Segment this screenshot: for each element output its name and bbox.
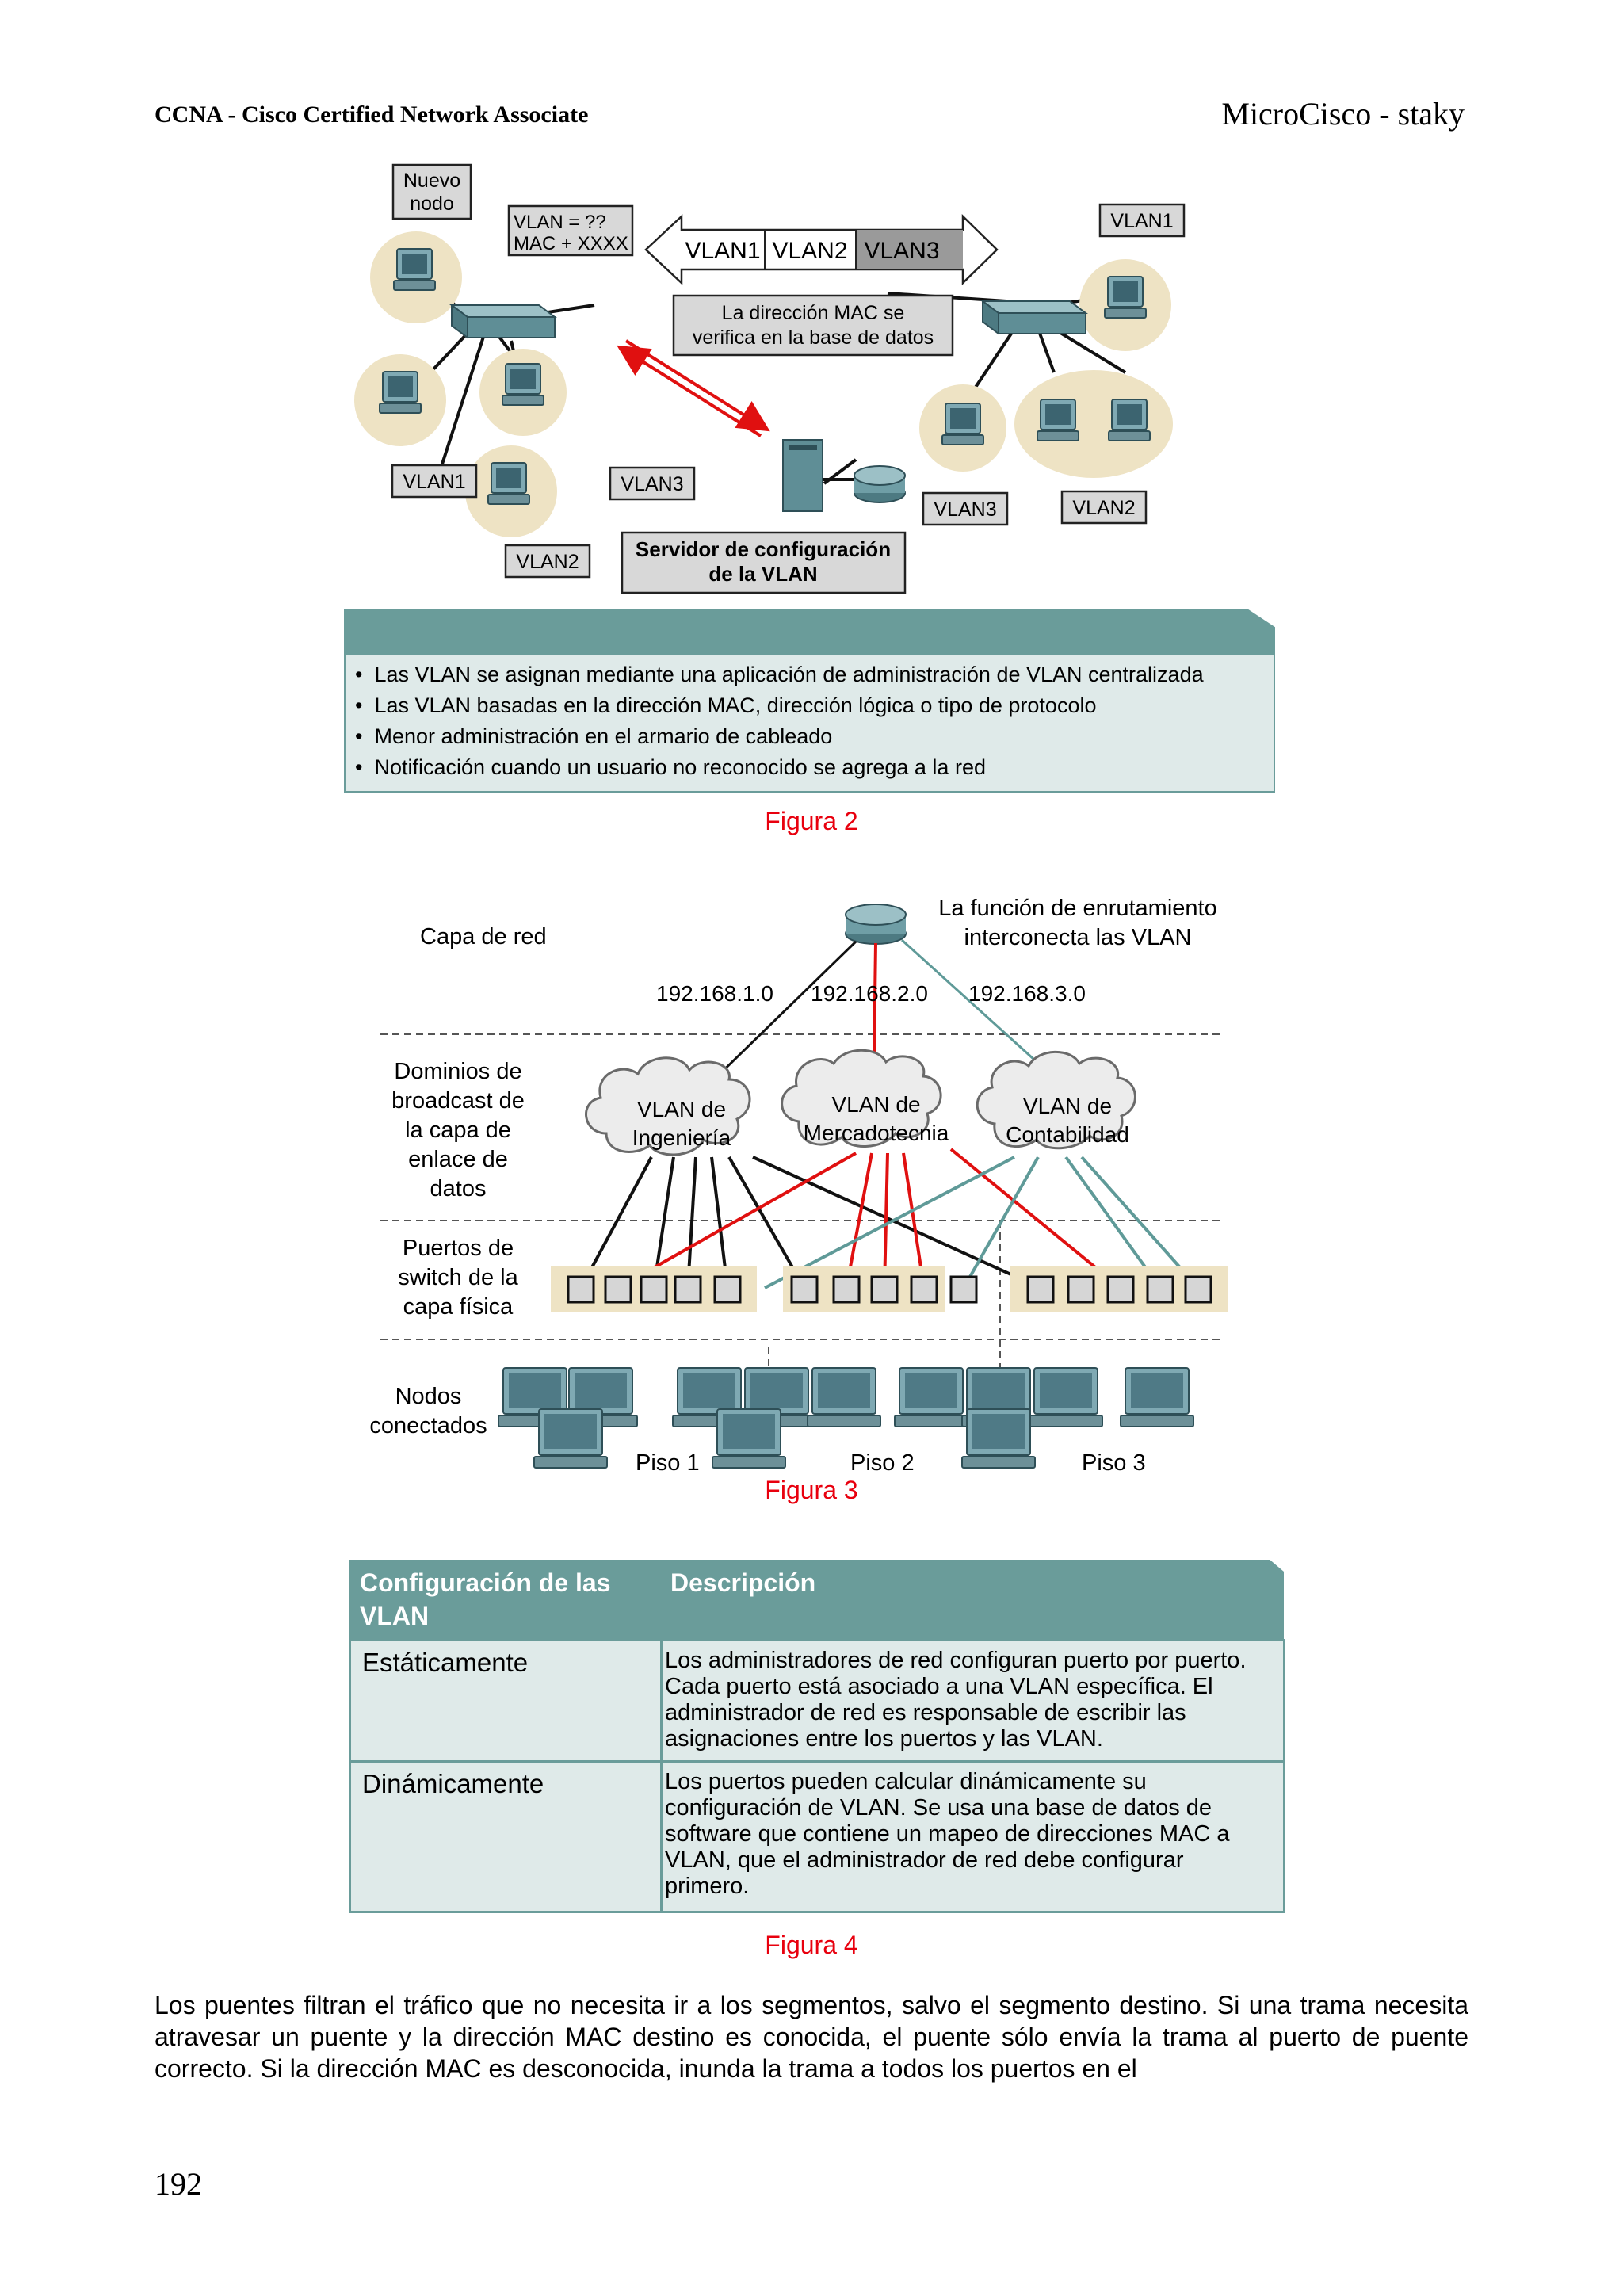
cloud-accounting: VLAN de Contabilidad [1006,1094,1129,1147]
bullet-item: • Notificación cuando un usuario no reco… [355,755,986,779]
table-row: Estáticamente Los administradores de red… [349,1639,1285,1763]
bullet-item: • Las VLAN basadas en la dirección MAC, … [355,693,1097,717]
arrow-vlan3: VLAN3 [864,238,939,264]
mac-check-line1: La dirección MAC se [722,302,905,324]
server-label-line1: Servidor de configuración [636,537,891,561]
row-mode-static: Estáticamente [362,1648,529,1677]
table-header [349,1560,1284,1639]
row-desc-static: Los administradores de red configuran pu… [665,1648,1247,1752]
tag-left-vlan3: VLAN3 [621,473,683,495]
table-header-description: Descripción [670,1568,816,1597]
row-desc-dynamic: Los puertos pueden calcular dinámicament… [665,1769,1230,1899]
tag-right-vlan3: VLAN3 [934,499,996,521]
floor-1-label: Piso 1 [636,1450,700,1476]
arrow-vlan1: VLAN1 [685,238,760,264]
tag-right-vlan1: VLAN1 [1110,210,1173,232]
page-number: 192 [155,2166,202,2202]
bullet-item: • Las VLAN se asignan mediante una aplic… [355,663,1204,686]
new-node-label: Nuevo [403,170,460,192]
figure-2-bullets: • Las VLAN se asignan mediante una aplic… [355,659,1266,783]
figure-2-panel-header [344,609,1275,655]
layer-network-label: Capa de red [420,924,547,949]
figure-2-caption: Figura 2 [765,807,858,835]
vlan-query-box-line2: MAC + XXXX [514,233,628,254]
body-paragraph: Los puentes filtran el tráfico que no ne… [155,1991,1468,2083]
figure-2-panel [344,655,1275,793]
figure-2-diagram: Nuevo nodo VLAN = ?? MAC + XXXX VLAN1 VL… [354,163,1186,594]
layer-nodes-label: Nodos conectados [369,1384,487,1438]
running-header-author: MicroCisco - staky [1221,96,1465,132]
vlan-query-box-line1: VLAN = ?? [514,212,606,233]
tag-right-vlan2: VLAN2 [1072,497,1135,519]
cloud-engineering: VLAN de Ingeniería [632,1097,731,1150]
figure-3-diagram [380,904,1228,1469]
layer-ports-label: Puertos de switch de la capa física [398,1236,518,1320]
running-header-title: CCNA - Cisco Certified Network Associate [155,101,589,128]
tag-left-vlan1: VLAN1 [403,471,465,493]
subnet-3: 192.168.3.0 [968,981,1086,1006]
server-label-line2: de la VLAN [708,562,817,586]
bullet-item: • Menor administración en el armario de … [355,724,833,748]
tag-left-vlan2: VLAN2 [516,551,579,573]
arrow-vlan2: VLAN2 [772,238,847,264]
layer-broadcast-label: Dominios de broadcast de la capa de enla… [391,1059,525,1201]
svg-text:nodo: nodo [410,193,454,215]
cloud-marketing: VLAN de Mercadotecnia [803,1092,949,1145]
table-row: Dinámicamente Los puertos pueden calcula… [349,1760,1285,1913]
row-mode-dynamic: Dinámicamente [362,1769,544,1798]
subnet-1: 192.168.1.0 [656,981,773,1006]
subnet-2: 192.168.2.0 [811,981,928,1006]
figure-3-caption: Figura 3 [765,1476,858,1504]
figure-4-caption: Figura 4 [765,1931,858,1959]
table-header-config: Configuración de las VLAN [360,1568,611,1630]
floor-3-label: Piso 3 [1082,1450,1146,1476]
mac-check-line2: verifica en la base de datos [693,327,934,349]
router-note: La función de enrutamiento interconecta … [938,896,1217,950]
floor-2-label: Piso 2 [850,1450,915,1476]
